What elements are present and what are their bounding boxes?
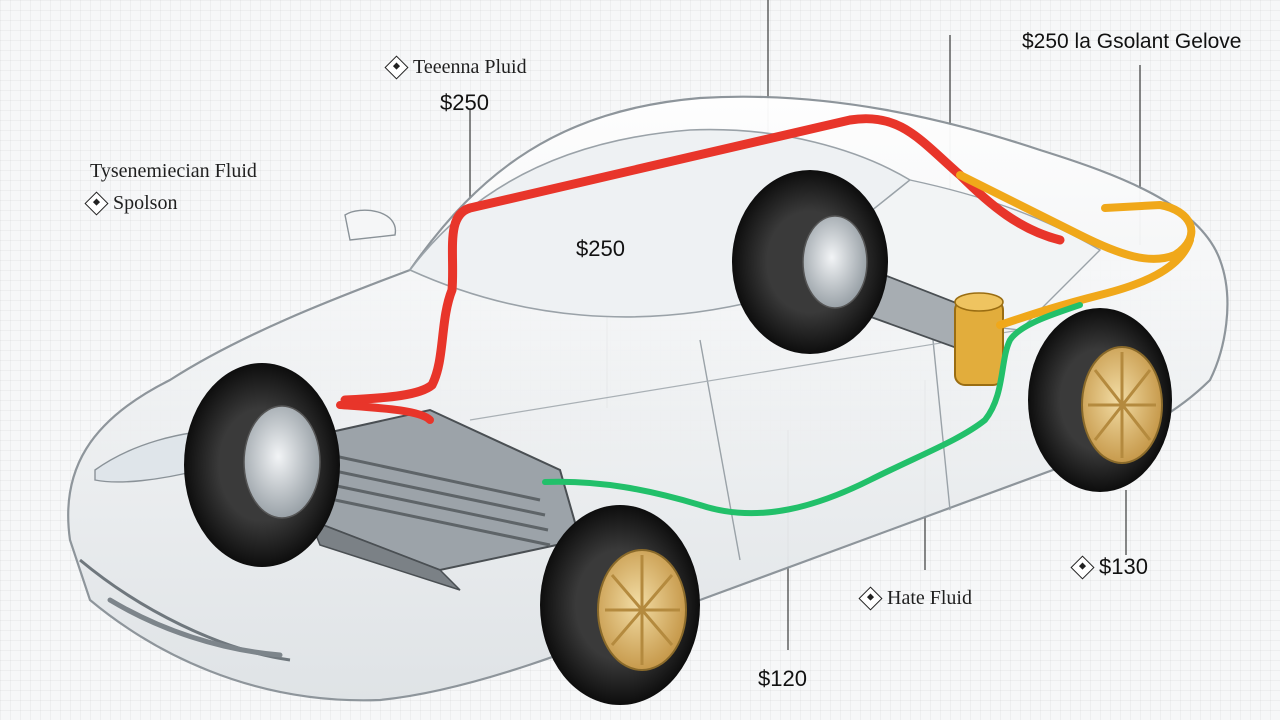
diamond-icon (858, 586, 883, 611)
brake-fluid-title: Hate Fluid (887, 587, 972, 609)
left-fluid-title: Tysenemiecian Fluid (90, 160, 257, 182)
diamond-icon (1070, 554, 1095, 580)
diamond-icon (84, 191, 109, 216)
bottom-price: $120 (758, 666, 807, 691)
wheel-front-left (184, 363, 340, 567)
wheel-rear-right (1028, 308, 1172, 492)
transmission-fluid-price: $250 (440, 90, 489, 115)
wheel-front-right (540, 505, 700, 705)
transmission-fluid-title: Teeenna Pluid (413, 56, 527, 78)
transmission-fluid-tag: Teeenna Pluid (384, 55, 527, 80)
left-fluid-tag: Spolson (84, 191, 178, 216)
coolant-line (956, 171, 1196, 329)
center-price: $250 (576, 236, 625, 261)
right-price-tag: $130 (1070, 554, 1148, 580)
coolant-label: $250 la Gsolant Gelove (1022, 30, 1242, 53)
transmission-fluid-line (340, 114, 1065, 405)
brake-fluid-tag: Hate Fluid (858, 586, 972, 611)
brake-fluid-line (542, 302, 1083, 517)
right-price: $130 (1099, 554, 1148, 579)
diamond-icon (384, 55, 409, 80)
transmission-fluid-return (336, 401, 434, 424)
wheel-rear-left (732, 170, 888, 354)
left-fluid-sub: Spolson (113, 192, 178, 214)
